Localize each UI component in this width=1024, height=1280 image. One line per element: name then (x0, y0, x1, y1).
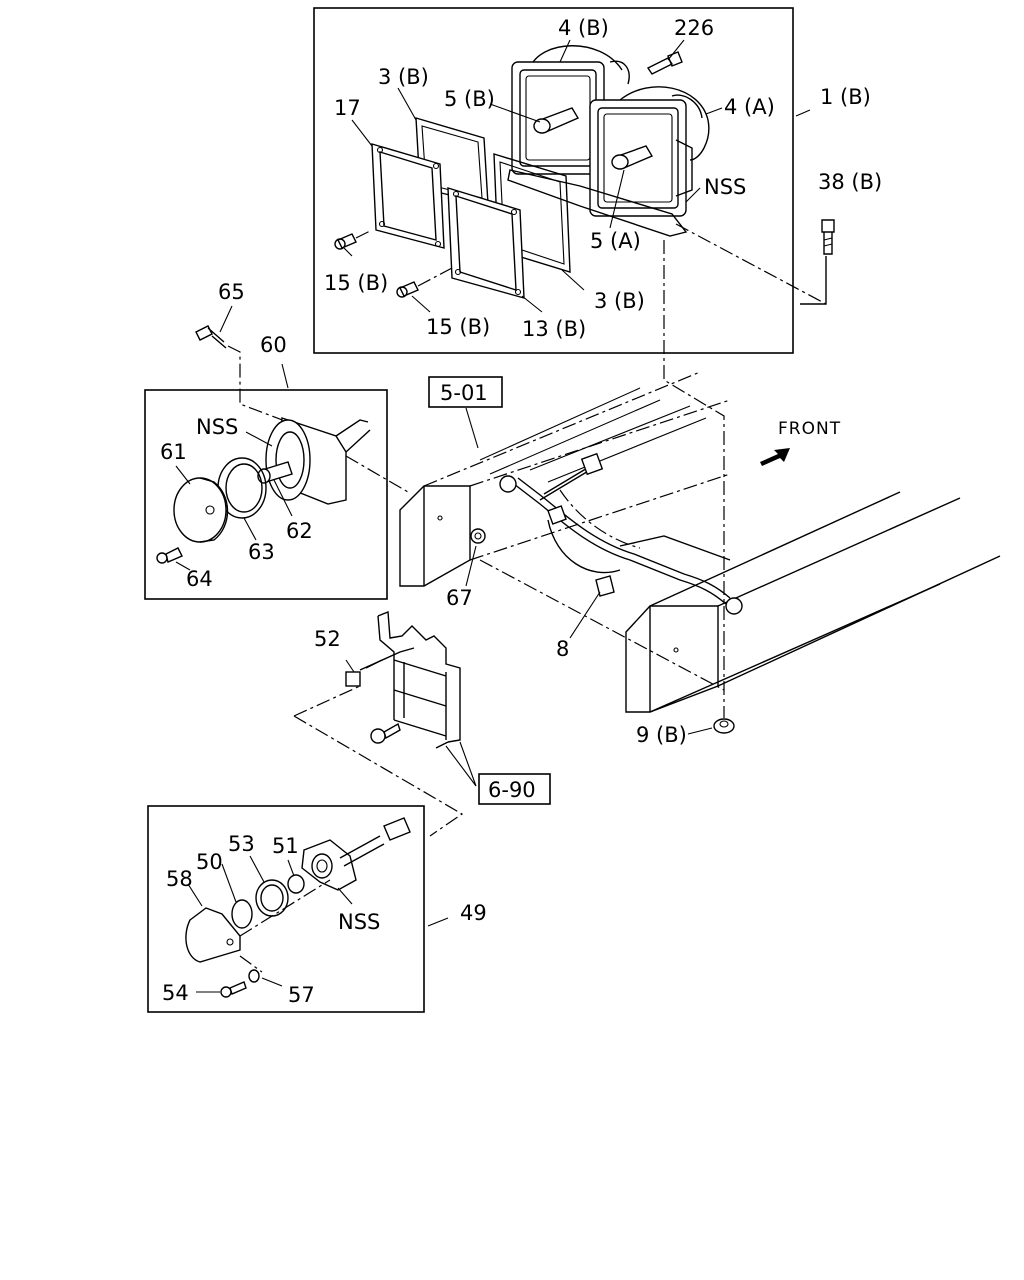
bracket-6-90 (345, 610, 461, 749)
label-61: 61 (160, 440, 187, 464)
label-65: 65 (218, 280, 245, 304)
label-52: 52 (314, 627, 341, 651)
bolt-38b (800, 219, 835, 305)
leader-bracket-a (293, 685, 361, 717)
label-nss-bottom: NSS (338, 910, 380, 934)
label-53: 53 (228, 832, 255, 856)
screw-226 (646, 51, 683, 75)
leader-15b-mid (417, 267, 453, 287)
label-17: 17 (334, 96, 361, 120)
bulb-51 (287, 874, 305, 894)
leader-65-label (219, 305, 233, 333)
leader-9b (687, 727, 713, 735)
label-4a: 4 (A) (724, 95, 775, 119)
leader-side-lamp (345, 455, 409, 493)
bulb-5a (611, 145, 654, 170)
label-8: 8 (556, 637, 569, 661)
ref-box-6-90 (445, 741, 551, 805)
ref-box-5-01 (428, 376, 503, 449)
leader-15b-left (355, 229, 373, 239)
front-arrow-icon (760, 448, 790, 466)
label-38b: 38 (B) (818, 170, 882, 194)
label-57: 57 (288, 983, 315, 1007)
label-4b: 4 (B) (558, 16, 609, 40)
ref-5-01-label: 5-01 (440, 381, 488, 405)
label-62: 62 (286, 519, 313, 543)
leader-38b (675, 223, 827, 305)
leader-lines-bottom (187, 855, 449, 993)
bezel-17 (371, 143, 445, 249)
ring-53 (255, 879, 289, 917)
bolt-bracket (370, 722, 401, 744)
label-54: 54 (162, 981, 189, 1005)
label-nss-mid: NSS (196, 415, 238, 439)
label-67: 67 (446, 586, 473, 610)
label-58: 58 (166, 867, 193, 891)
label-51: 51 (272, 834, 299, 858)
leader-67 (465, 545, 477, 587)
cover-58 (185, 907, 241, 963)
lens-50 (231, 899, 253, 929)
ref-6-90-label: 6-90 (488, 778, 536, 802)
marker-lamp-body (301, 817, 411, 891)
washer-57 (248, 969, 260, 983)
leader-bracket-b (293, 715, 464, 837)
label-3b-bottom: 3 (B) (594, 289, 645, 313)
label-9b: 9 (B) (636, 723, 687, 747)
front-label: FRONT (778, 419, 841, 439)
wiring-harness-8 (499, 452, 743, 615)
bolt-65 (195, 325, 227, 349)
screw-15b-mid (396, 281, 419, 298)
label-64: 64 (186, 567, 213, 591)
marker-lamp-box (147, 805, 425, 1013)
label-5b: 5 (B) (444, 87, 495, 111)
leader-67-line (479, 559, 725, 691)
side-lamp-box (144, 389, 388, 600)
leader-lines-mid (175, 363, 293, 571)
label-15b-mid: 15 (B) (426, 315, 490, 339)
label-50: 50 (196, 850, 223, 874)
leader-bottom-axis (239, 879, 331, 937)
leader-nss-to-9b (663, 240, 725, 718)
label-13b: 13 (B) (522, 317, 586, 341)
label-15b-left: 15 (B) (324, 271, 388, 295)
label-226: 226 (674, 16, 714, 40)
label-63: 63 (248, 540, 275, 564)
screw-64 (156, 547, 183, 564)
label-nss-top: NSS (704, 175, 746, 199)
screw-15b-left (334, 233, 357, 250)
leader-lines-top (343, 39, 811, 313)
label-3b-top: 3 (B) (378, 65, 429, 89)
nut-9b (713, 718, 735, 734)
label-60: 60 (260, 333, 287, 357)
label-1b: 1 (B) (820, 85, 871, 109)
chassis-frame (399, 371, 1001, 713)
nut-67 (470, 528, 486, 544)
label-5a: 5 (A) (590, 229, 641, 253)
screw-54 (220, 981, 247, 998)
label-49: 49 (460, 901, 487, 925)
leader-52 (345, 659, 355, 673)
leader-8 (569, 591, 601, 639)
bulb-5b (533, 107, 580, 134)
lens-61 (173, 477, 229, 543)
bezel-13b (447, 187, 525, 299)
mounting-plate (507, 169, 688, 237)
headlamp-assembly-box (313, 7, 794, 354)
side-lamp-body (265, 417, 371, 505)
leader-57-line (239, 955, 263, 973)
